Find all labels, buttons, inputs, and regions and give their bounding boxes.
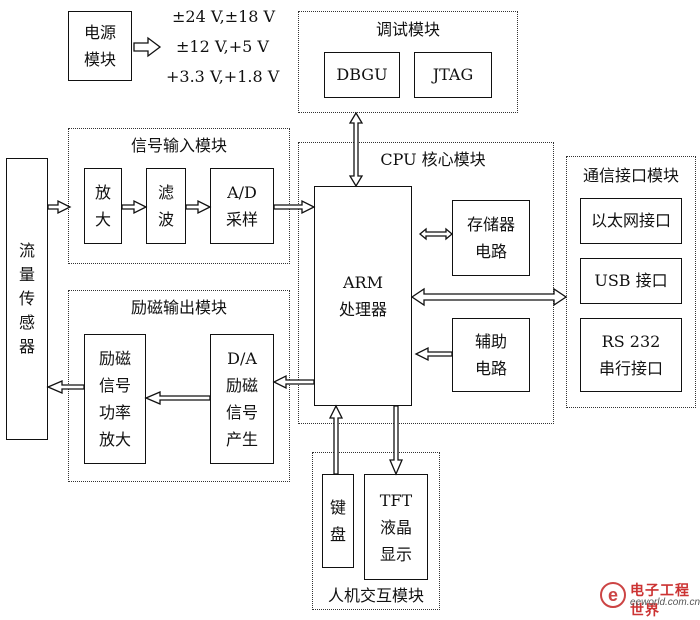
- power-amp-label-4: 放大: [98, 430, 131, 449]
- storage-label-2: 电路: [474, 242, 507, 261]
- dac-label-4: 产生: [225, 430, 258, 449]
- arm-processor-box: ARM 处理器: [314, 186, 412, 406]
- arm-label-2: 处理器: [338, 300, 387, 319]
- ethernet-box: 以太网接口: [580, 198, 682, 244]
- amplifier-label-2: 大: [94, 210, 111, 229]
- amplifier-label-1: 放: [94, 183, 111, 202]
- signal-input-module-group: [68, 128, 290, 264]
- power-voltage-1: ±24 V,±18 V: [172, 7, 276, 26]
- rs232-label-1: RS 232: [601, 332, 661, 351]
- keyboard-label-2: 盘: [329, 525, 346, 544]
- arrow-arm-to-dac: [272, 374, 315, 390]
- usb-label: USB 接口: [594, 271, 668, 290]
- storage-circuit-box: 存储器 电路: [452, 200, 530, 276]
- signal-input-module-title: 信号输入模块: [130, 136, 227, 155]
- power-label-line-2: 模块: [83, 50, 116, 69]
- arm-label-1: ARM: [343, 273, 383, 292]
- rs232-label-2: 串行接口: [598, 359, 663, 378]
- arrow-poweramp-to-sensor: [46, 380, 85, 394]
- comm-interface-module-group: [566, 156, 696, 408]
- dbgu-box: DBGU: [324, 52, 400, 98]
- arrow-filter-to-adc: [185, 199, 212, 215]
- sensor-label-3: 传: [18, 289, 35, 308]
- power-amp-label-3: 功率: [98, 403, 131, 422]
- eeworld-watermark: e 电子工程世界 eeworld.com.cn: [598, 580, 700, 618]
- sensor-label-1: 流: [18, 241, 35, 260]
- arrow-arm-storage: [418, 227, 454, 241]
- arrow-amp-to-filter: [121, 199, 148, 215]
- power-amp-label-2: 信号: [98, 376, 131, 395]
- filter-label-1: 滤: [157, 183, 174, 202]
- power-module-box: 电源 模块: [68, 11, 132, 81]
- cpu-core-module-title: CPU 核心模块: [380, 150, 486, 169]
- power-amp-label-1: 励磁: [98, 349, 131, 368]
- arrow-power-out: [133, 36, 162, 58]
- aux-label-1: 辅助: [474, 332, 507, 351]
- watermark-url: eeworld.com.cn: [630, 597, 700, 608]
- tft-display-box: TFT 液晶 显示: [364, 474, 428, 580]
- sensor-label-4: 感: [18, 313, 35, 332]
- debug-module-group: [298, 11, 518, 113]
- watermark-name: 电子工程世界: [630, 582, 690, 618]
- eeworld-logo-icon: e: [600, 582, 626, 608]
- comm-interface-module-title: 通信接口模块: [582, 166, 679, 185]
- arrow-keyboard-to-arm: [328, 404, 344, 475]
- arrow-debug-arm: [348, 111, 364, 188]
- aux-circuit-box: 辅助 电路: [452, 318, 530, 392]
- arrow-adc-to-arm: [273, 199, 316, 215]
- usb-box: USB 接口: [580, 258, 682, 304]
- keyboard-box: 键 盘: [322, 474, 354, 568]
- sensor-label-2: 量: [18, 265, 35, 284]
- hmi-module-group: [312, 452, 440, 610]
- tft-label-3: 显示: [379, 544, 412, 564]
- arrow-sensor-to-amp: [47, 199, 72, 215]
- arrow-arm-comm: [410, 287, 568, 307]
- jtag-box: JTAG: [414, 52, 492, 98]
- arrow-dac-to-poweramp: [144, 391, 211, 405]
- dac-box: D/A 励磁 信号 产生: [210, 334, 274, 464]
- filter-label-2: 波: [157, 210, 174, 229]
- storage-label-1: 存储器: [466, 215, 515, 234]
- power-label-line-1: 电源: [83, 23, 116, 42]
- power-voltage-2: ±12 V,+5 V: [176, 37, 269, 56]
- keyboard-label-1: 键: [329, 498, 346, 517]
- amplifier-box: 放 大: [84, 168, 122, 244]
- hmi-module-title: 人机交互模块: [327, 586, 424, 605]
- rs232-box: RS 232 串行接口: [580, 318, 682, 392]
- ethernet-label: 以太网接口: [590, 211, 671, 230]
- filter-box: 滤 波: [146, 168, 186, 244]
- dac-label-1: D/A: [227, 349, 257, 368]
- cpu-core-module-group: [298, 142, 554, 424]
- adc-label-2: 采样: [225, 210, 258, 229]
- tft-label-1: TFT: [379, 490, 413, 510]
- arrow-aux-to-arm: [414, 346, 453, 362]
- sensor-label-5: 器: [18, 337, 35, 356]
- jtag-label: JTAG: [432, 65, 474, 84]
- arrow-arm-to-tft: [389, 405, 403, 476]
- dbgu-label: DBGU: [336, 65, 388, 84]
- dac-label-3: 信号: [225, 403, 258, 422]
- excitation-output-module-title: 励磁输出模块: [130, 298, 227, 317]
- adc-label-1: A/D: [227, 183, 257, 202]
- flow-sensor-box: 流 量 传 感 器: [6, 158, 48, 440]
- aux-label-2: 电路: [474, 359, 507, 378]
- debug-module-title: 调试模块: [375, 20, 440, 39]
- tft-label-2: 液晶: [379, 517, 412, 537]
- excitation-power-amp-box: 励磁 信号 功率 放大: [84, 334, 146, 464]
- dac-label-2: 励磁: [225, 376, 258, 395]
- power-voltage-3: +3.3 V,+1.8 V: [166, 67, 280, 86]
